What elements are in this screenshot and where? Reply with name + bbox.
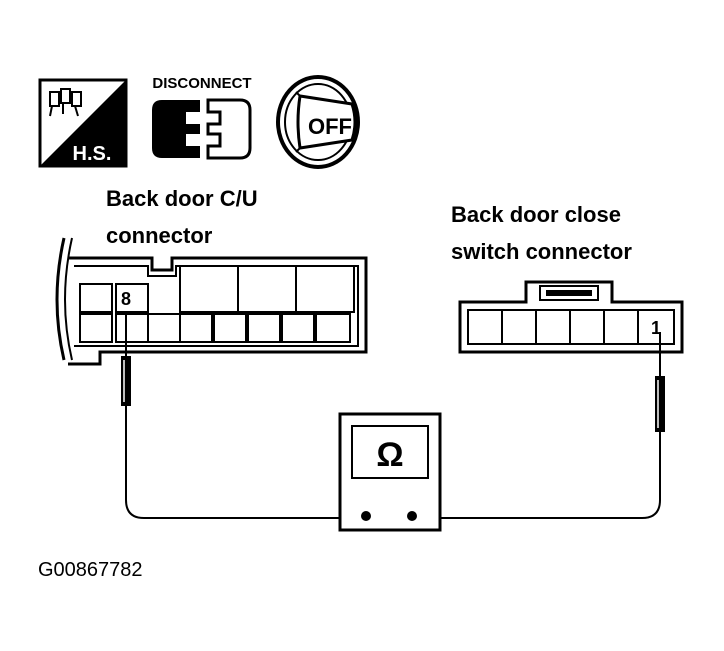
back-door-cu-connector: 8 [55, 237, 368, 366]
disconnect-label: DISCONNECT [152, 75, 251, 92]
hs-label: H.S. [73, 143, 112, 165]
key-off-label: OFF [308, 114, 352, 139]
ohm-symbol: Ω [376, 436, 403, 474]
ohmmeter: Ω [338, 412, 442, 532]
plug-male-icon [152, 100, 200, 158]
right-test-probe [412, 332, 665, 519]
left-connector-title-line1: Back door C/U [106, 186, 258, 211]
disconnect-icon: DISCONNECT [152, 75, 252, 160]
right-connector-title-line1: Back door close [451, 202, 621, 227]
left-test-probe [121, 312, 366, 519]
left-connector-title-line2: connector [106, 223, 213, 248]
right-connector-title-line2: switch connector [451, 239, 632, 264]
meter-terminal-right [407, 511, 417, 521]
figure-id: G00867782 [38, 559, 143, 581]
left-pin-label: 8 [121, 289, 131, 309]
plug-female-icon [206, 98, 252, 160]
ignition-key-off-icon: OFF [276, 75, 360, 169]
hs-icon: H.S. [38, 78, 128, 168]
right-pin-label: 1 [651, 318, 661, 338]
back-door-close-switch-connector: 1 [458, 280, 684, 354]
meter-terminal-left [361, 511, 371, 521]
harness-icon [49, 88, 82, 117]
